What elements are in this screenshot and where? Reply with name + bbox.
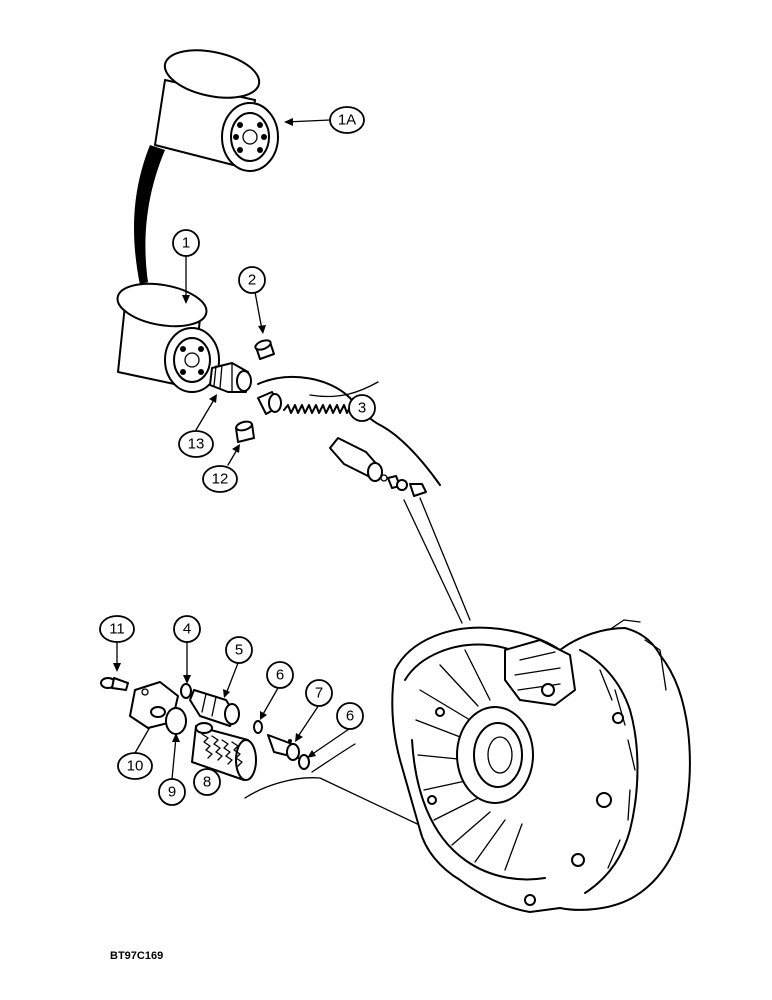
filter-1a — [154, 49, 279, 172]
callout-leaders — [113, 118, 379, 785]
callout-label: 11 — [109, 621, 125, 638]
valve-spool-5 — [189, 689, 240, 727]
callout-2: 2 — [238, 266, 266, 294]
callout-label: 3 — [358, 400, 366, 417]
replacement-arrow — [134, 145, 165, 285]
callout-5: 5 — [225, 636, 253, 664]
o-ring-4 — [180, 683, 192, 699]
leader-line — [244, 777, 431, 831]
adapter-fitting-13 — [209, 362, 252, 393]
callout-6-upper: 6 — [266, 661, 294, 689]
leader-line — [419, 497, 471, 621]
callout-11: 11 — [99, 615, 135, 643]
leader-line — [311, 743, 356, 773]
plug-2 — [254, 339, 275, 360]
callout-label: 1 — [182, 235, 190, 252]
callout-1a: 1A — [329, 106, 365, 134]
callout-13: 13 — [178, 430, 214, 458]
sleeve-7 — [267, 734, 300, 761]
bolt-11 — [100, 677, 129, 691]
callout-label: 5 — [235, 642, 243, 659]
callout-label: 7 — [315, 685, 323, 702]
plug-12 — [235, 420, 255, 443]
leader-line — [403, 499, 463, 624]
callout-7: 7 — [305, 679, 333, 707]
callout-4: 4 — [173, 615, 201, 643]
callout-1: 1 — [172, 229, 200, 257]
callout-3: 3 — [348, 394, 376, 422]
filter-1 — [116, 282, 220, 393]
transmission-housing — [391, 619, 691, 913]
callout-label: 10 — [127, 758, 144, 775]
callout-label: 6 — [346, 708, 354, 725]
callout-10: 10 — [117, 752, 153, 780]
callout-8: 8 — [193, 768, 221, 796]
callout-label: 13 — [188, 436, 205, 453]
valve-assembly-3 — [257, 375, 441, 497]
callout-6-lower: 6 — [336, 702, 364, 730]
figure-id: BT97C169 — [110, 950, 163, 962]
callout-label: 1A — [338, 112, 356, 129]
o-ring-6a — [253, 720, 263, 734]
seal-ring-9 — [165, 707, 187, 735]
callout-label: 6 — [276, 667, 284, 684]
callout-label: 8 — [203, 774, 211, 791]
callout-label: 4 — [183, 621, 191, 638]
callout-12: 12 — [202, 465, 238, 493]
callout-9: 9 — [158, 778, 186, 806]
callout-label: 2 — [248, 272, 256, 289]
callout-label: 9 — [168, 784, 176, 801]
screen-8 — [191, 722, 257, 781]
o-ring-6b — [298, 754, 310, 770]
callout-label: 12 — [212, 471, 229, 488]
